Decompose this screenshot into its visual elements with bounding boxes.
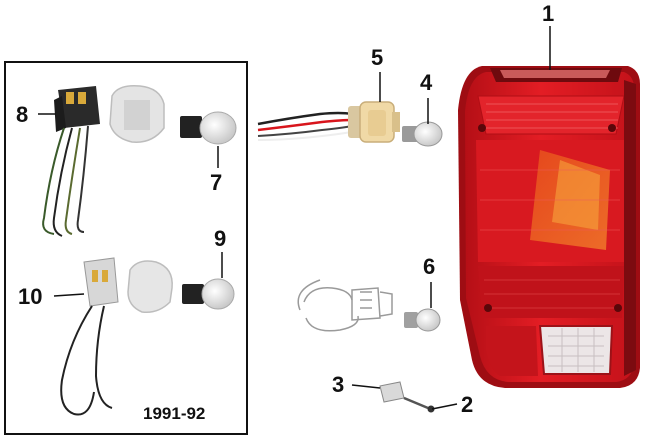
bulb-6 — [404, 308, 441, 332]
callout-4: 4 — [420, 70, 433, 95]
callout-8: 8 — [16, 102, 29, 127]
connector-10 — [60, 257, 119, 416]
callout-5: 5 — [371, 45, 384, 70]
bulb-7 — [180, 111, 237, 145]
leader-lines — [38, 26, 551, 410]
socket-grey-8 — [109, 84, 165, 143]
inset-frame — [4, 61, 248, 435]
bulb-9 — [182, 278, 235, 310]
inset-caption: 1991-92 — [143, 404, 206, 423]
socket-grey-10 — [127, 260, 173, 314]
tail-light-lens — [458, 66, 640, 388]
callout-2: 2 — [461, 392, 474, 417]
screw-2 — [403, 396, 435, 413]
callout-10: 10 — [18, 284, 43, 309]
connector-8 — [42, 86, 100, 237]
callout-3: 3 — [332, 372, 345, 397]
clip-3 — [379, 381, 405, 403]
callout-1: 1 — [542, 1, 555, 26]
callout-6: 6 — [423, 254, 436, 279]
socket-outline — [297, 279, 393, 332]
socket-with-pigtail — [257, 101, 400, 143]
callout-9: 9 — [214, 226, 227, 251]
callout-7: 7 — [210, 170, 223, 195]
bulb-4 — [402, 121, 443, 147]
